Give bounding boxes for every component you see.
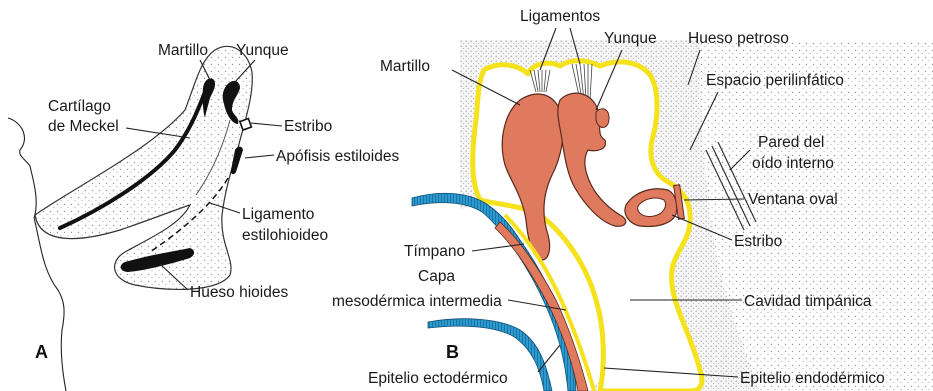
label-capa-line1: Capa [418,268,455,285]
leader-estribo-a [251,123,282,126]
estribo-bone [240,119,252,131]
panel-letter-a: A [35,342,48,362]
label-hueso-hioides: Hueso hioides [190,284,288,301]
label-capa-line2: mesodérmica intermedia [332,293,502,310]
panel-b: Ligamentos Yunque Hueso petroso Martillo… [332,8,933,391]
label-epitelio-ectodermico: Epitelio ectodérmico [368,370,508,387]
label-ligamento-line1: Ligamento [242,206,314,223]
label-cartilago-line1: Cartílago [48,98,111,115]
yunque-process [596,109,609,128]
panel-letter-b: B [446,342,459,362]
leader-apofisis [245,155,274,158]
label-ligamento-line2: estilohioideo [242,227,328,244]
label-ligamentos: Ligamentos [520,8,600,25]
label-espacio-perilinfatico: Espacio perilinfático [706,72,844,89]
label-yunque-a: Yunque [236,42,289,59]
label-martillo-a: Martillo [158,42,208,59]
label-estribo-a: Estribo [284,118,332,135]
label-estribo-b: Estribo [734,233,782,250]
label-pared-line1: Pared del [758,134,824,151]
label-cartilago-line2: de Meckel [48,118,119,135]
label-cavidad-timpanica: Cavidad timpánica [744,293,872,310]
label-epitelio-endodermico: Epitelio endodérmico [740,370,885,387]
label-hueso-petroso: Hueso petroso [688,30,789,47]
label-martillo-b: Martillo [380,58,430,75]
label-yunque-b: Yunque [604,30,657,47]
label-apofisis: Apófisis estiloides [276,148,399,165]
label-pared-line2: oído interno [752,155,834,172]
pharyngeal-arch-region [35,46,252,289]
label-timpano: Tímpano [404,243,465,260]
panel-a: Martillo Yunque Cartílago de Meckel Estr… [8,42,399,391]
label-ventana-oval: Ventana oval [748,191,838,208]
